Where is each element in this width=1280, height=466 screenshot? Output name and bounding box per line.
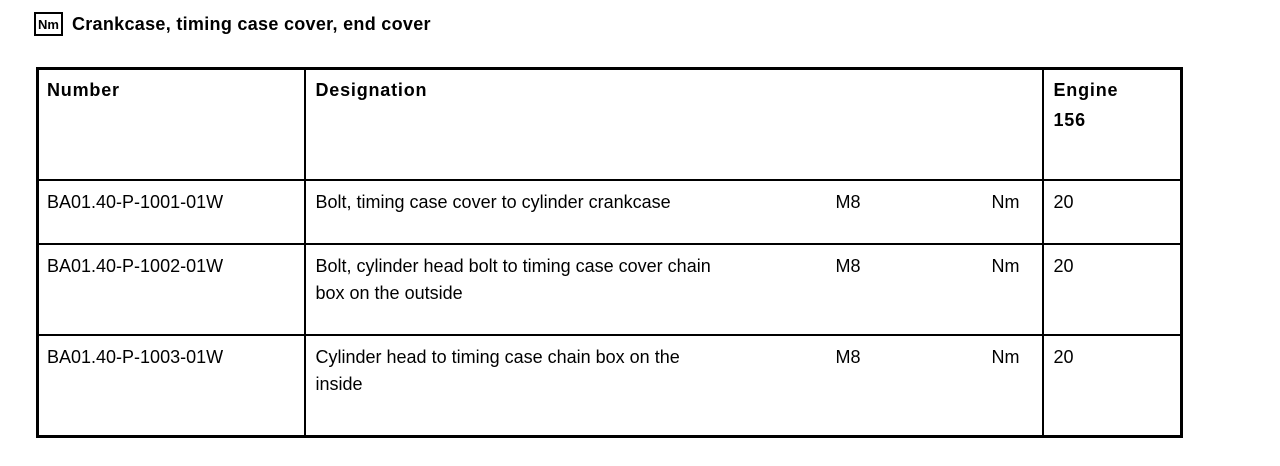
designation-cell: Bolt, timing case cover to cylinder cran… (303, 178, 1044, 245)
number-cell: BA01.40-P-1001-01W (36, 178, 306, 245)
designation-line: Bolt, timing case cover to cylinder cran… (315, 191, 671, 212)
page-header: Nm Crankcase, timing case cover, end cov… (34, 12, 431, 36)
table-row: BA01.40-P-1001-01W Bolt, timing case cov… (36, 178, 1183, 245)
engine-value-cell: 20 (1041, 333, 1183, 438)
table-row: BA01.40-P-1003-01W Cylinder head to timi… (36, 333, 1183, 438)
engine-value-cell: 20 (1041, 178, 1183, 245)
header-engine: Engine 156 (1041, 67, 1183, 181)
torque-spec-table: Number Designation Engine 156 BA01.40-P-… (36, 67, 1183, 438)
designation-text: Cylinder head to timing case chain box o… (316, 344, 836, 398)
number-cell: BA01.40-P-1003-01W (36, 333, 306, 438)
designation-line: Cylinder head to timing case chain box o… (315, 346, 680, 367)
torque-unit: Nm (991, 255, 1020, 276)
table-header-row: Number Designation Engine 156 (36, 67, 1183, 181)
page-title: Crankcase, timing case cover, end cover (71, 13, 431, 34)
thread-size: M8 (835, 346, 861, 367)
nm-unit-icon: Nm (34, 12, 63, 36)
header-engine-label: Engine (1053, 80, 1119, 100)
designation-text: Bolt, timing case cover to cylinder cran… (316, 189, 836, 216)
designation-cell: Bolt, cylinder head bolt to timing case … (303, 242, 1044, 336)
engine-value-cell: 20 (1041, 242, 1183, 336)
thread-size: M8 (835, 255, 861, 276)
designation-line: box on the outside (315, 282, 463, 303)
torque-unit: Nm (991, 191, 1020, 212)
torque-unit: Nm (991, 346, 1020, 367)
number-cell: BA01.40-P-1002-01W (36, 242, 306, 336)
designation-text: Bolt, cylinder head bolt to timing case … (316, 253, 836, 307)
designation-line: Bolt, cylinder head bolt to timing case … (315, 255, 711, 276)
designation-cell: Cylinder head to timing case chain box o… (303, 333, 1044, 438)
table-row: BA01.40-P-1002-01W Bolt, cylinder head b… (36, 242, 1183, 336)
header-engine-model: 156 (1053, 110, 1086, 130)
header-number: Number (36, 67, 306, 181)
designation-line: inside (315, 373, 363, 394)
thread-size: M8 (835, 191, 861, 212)
header-designation: Designation (303, 67, 1044, 181)
